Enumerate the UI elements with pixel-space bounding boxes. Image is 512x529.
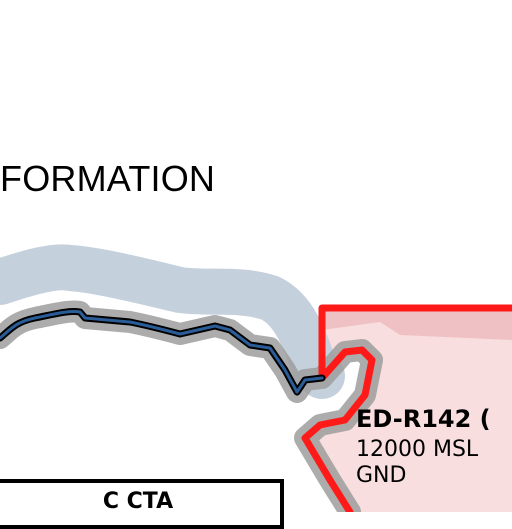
airspace-map[interactable] bbox=[0, 0, 512, 512]
cta-label: C CTA bbox=[102, 489, 174, 514]
cta-box[interactable]: C CTA bbox=[0, 479, 284, 529]
fir-label: FORMATION bbox=[0, 158, 216, 199]
restricted-area-lower-limit: GND bbox=[356, 463, 407, 488]
restricted-area-fill bbox=[305, 306, 512, 512]
restricted-area-boundary bbox=[301, 304, 512, 512]
restricted-area-name: ED-R142 ( bbox=[356, 405, 491, 433]
restricted-area-inner-band bbox=[322, 308, 512, 340]
restricted-area-upper-limit: 12000 MSL bbox=[356, 437, 479, 462]
border-line bbox=[0, 310, 324, 394]
border-halo bbox=[0, 244, 345, 399]
